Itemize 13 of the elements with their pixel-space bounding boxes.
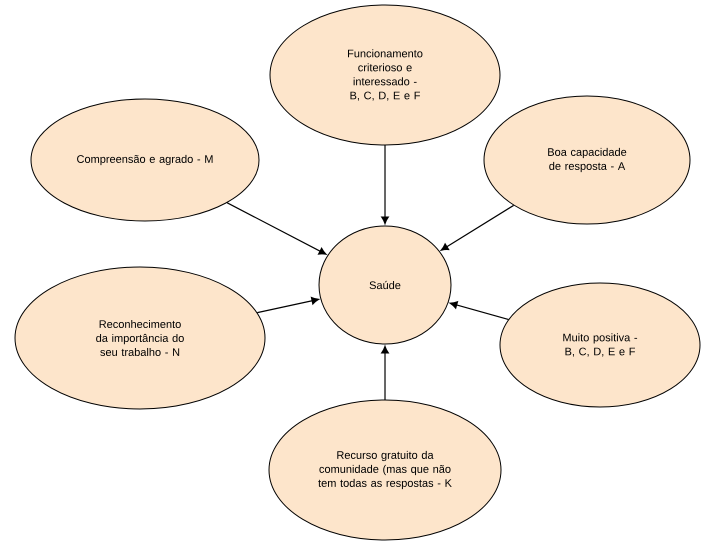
arrow xyxy=(381,346,389,400)
ellipse-node: Funcionamento criterioso e interessado - B, C, D, E e F xyxy=(270,4,500,146)
arrow xyxy=(226,202,326,255)
ellipse-node: Muito positiva - B, C, D, E e F xyxy=(500,282,700,408)
arrow xyxy=(257,296,320,314)
ellipse-node: Boa capacidade de resposta - A xyxy=(484,96,690,224)
arrow xyxy=(381,146,389,224)
ellipse-node: Saúde xyxy=(318,226,452,344)
ellipse-node: Recurso gratuito da comunidade (mas que não tem todas as respostas - K xyxy=(268,399,502,540)
ellipse-node: Reconhecimento da importância do seu trabalho - N xyxy=(14,266,266,410)
arrow xyxy=(450,301,508,320)
arrow xyxy=(440,204,514,251)
ellipse-node: Compreensão e agrado - M xyxy=(30,98,260,222)
